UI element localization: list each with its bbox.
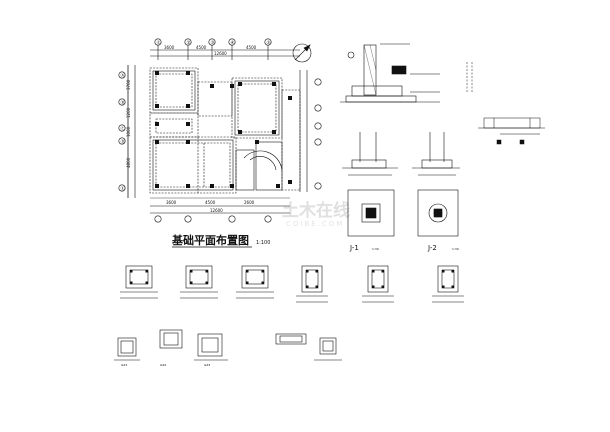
axis-label: ④ — [231, 40, 235, 46]
axis-label: Ⓒ — [121, 125, 126, 132]
plan-scale: 1:100 — [256, 240, 270, 246]
footing-j2-detail — [412, 132, 460, 237]
axis-top — [150, 38, 300, 60]
watermark: 土木在线 COIBE.COM — [282, 200, 350, 228]
j2-scale: 1:30 — [452, 247, 459, 251]
axis-bottom — [150, 205, 290, 223]
dim-text: 12600 — [210, 208, 223, 213]
axis-label: Ⓑ — [121, 99, 126, 106]
columns — [155, 71, 292, 188]
watermark-text: 土木在线 — [282, 200, 350, 221]
column-section-row — [120, 265, 464, 303]
axis-right — [299, 70, 322, 192]
gz-label: GZ1 — [121, 363, 127, 367]
axis-label: ① — [157, 40, 161, 46]
j1-label: J-1 — [349, 244, 359, 252]
dim-text: 4800 — [126, 157, 131, 168]
rebar-elevation-detail — [466, 62, 545, 145]
axis-label: Ⓓ — [121, 138, 126, 145]
dim-text: 12600 — [214, 51, 227, 56]
plan-title: 基础平面布置图 — [171, 233, 249, 247]
axis-label: ③ — [211, 40, 215, 46]
dim-text: 3600 — [164, 45, 175, 50]
watermark-sub: COIBE.COM — [286, 220, 344, 228]
plan-labels: ① ② ③ ④ ⑤ Ⓐ Ⓑ Ⓒ Ⓓ Ⓔ 3600 4500 12600 4500… — [121, 40, 271, 247]
dim-text: 4500 — [205, 200, 216, 205]
axis-label: ② — [187, 40, 191, 46]
dim-text: 1200 — [126, 107, 131, 118]
dimension-lines — [127, 65, 290, 199]
axis-label: Ⓐ — [121, 72, 126, 79]
dim-text: 3600 — [166, 200, 177, 205]
wall-section-detail — [340, 43, 440, 103]
dim-text: 2600 — [244, 200, 255, 205]
gz-label: GZ2 — [160, 363, 166, 367]
north-arrow-icon — [292, 43, 312, 63]
dim-text: 4500 — [196, 45, 207, 50]
column-section-rebar — [130, 270, 454, 288]
j1-scale: 1:30 — [372, 247, 379, 251]
foundation-walls — [149, 67, 301, 194]
dim-text: 4500 — [246, 45, 257, 50]
gz-label: GZ3 — [204, 363, 210, 367]
wall-lines — [152, 70, 283, 191]
dim-text: 1000 — [126, 126, 131, 137]
foundation-plan — [118, 38, 322, 223]
gz-sections — [114, 329, 342, 361]
footing-j1-detail — [342, 132, 398, 237]
axis-label: ⑤ — [267, 40, 271, 46]
j2-label: J-2 — [427, 244, 437, 252]
dim-text: 3700 — [126, 79, 131, 90]
axis-label: Ⓔ — [121, 185, 126, 192]
